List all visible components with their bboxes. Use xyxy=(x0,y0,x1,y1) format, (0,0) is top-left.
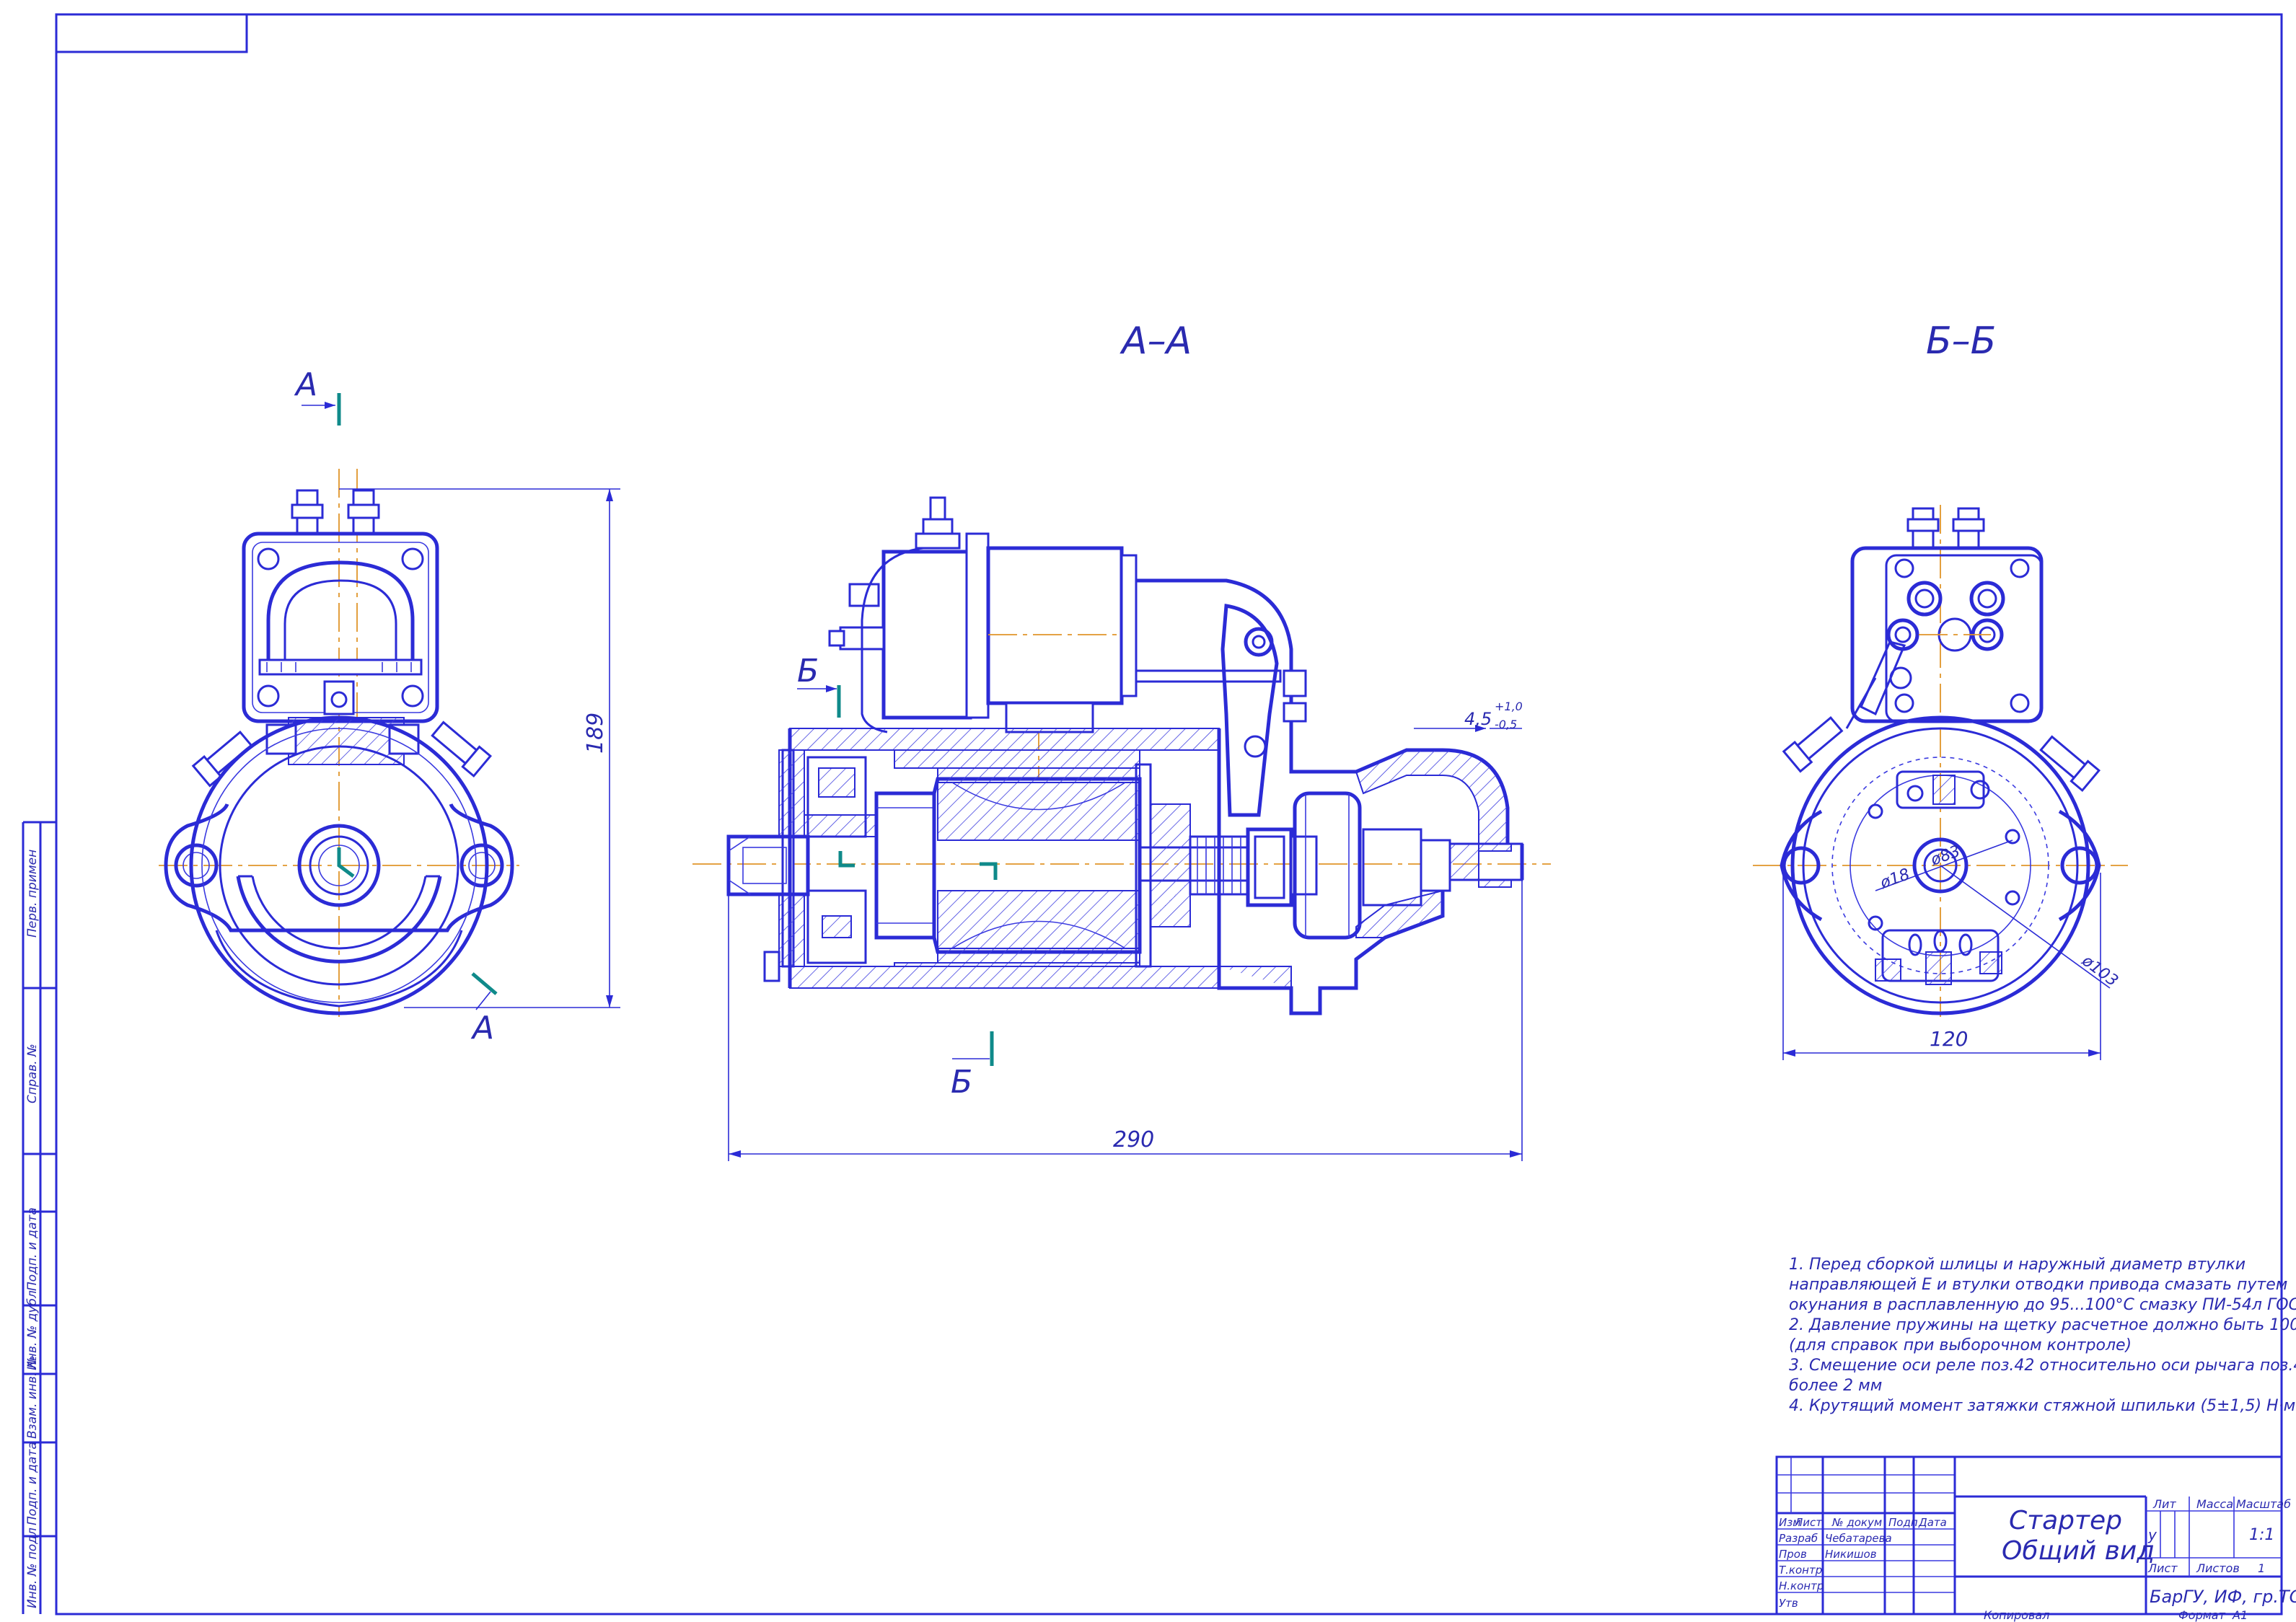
footer-kopiroval: Копировал xyxy=(1984,1608,2049,1622)
cut-label-a-top: А xyxy=(294,366,317,403)
dim-width: 120 xyxy=(1930,1027,1968,1051)
stamp-perv-primen: Перв. примен xyxy=(25,850,40,938)
tb-title-line1: Стартер xyxy=(2009,1506,2122,1535)
note-line-1: 1. Перед сборкой шлицы и наружный диамет… xyxy=(1789,1256,2246,1274)
tb-lit-label: Лит xyxy=(2152,1497,2176,1511)
note-line-3: окунания в расплавленную до 95...100°С с… xyxy=(1789,1296,2296,1314)
stamp-podp-data-1: Подп. и дата xyxy=(25,1207,40,1291)
section-bb-view: Б–Б xyxy=(1753,319,2128,1060)
stamp-podp-data-2: Подп. и дата xyxy=(25,1442,40,1525)
tb-razrab-label: Разраб xyxy=(1779,1532,1818,1545)
note-line-6: 3. Смещение оси реле поз.42 относительно… xyxy=(1789,1357,2296,1375)
stamp-inv-dubl: Инв. № дубл xyxy=(25,1290,40,1370)
title-block: Изм Лист № докум Подп Дата Разраб Чебата… xyxy=(1775,1455,2296,1616)
dim-gap-tol-lower: -0,5 xyxy=(1495,718,1517,731)
cut-label-b-bottom: Б xyxy=(951,1064,972,1101)
tb-masshtab-label: Масштаб xyxy=(2236,1497,2291,1511)
tb-utv-label: Утв xyxy=(1779,1597,1798,1610)
tb-nkontr-label: Н.контр xyxy=(1779,1579,1824,1592)
stamp-inv-podl: Инв. № подл xyxy=(25,1528,40,1608)
tb-tkontr-label: Т.контр xyxy=(1779,1564,1822,1577)
stamp-vzam-inv: Взам. инв. № xyxy=(25,1356,40,1439)
tb-razrab-name: Чебатарева xyxy=(1825,1532,1892,1545)
dim-length: 290 xyxy=(1113,1127,1154,1152)
tb-org: БарГУ, ИФ, гр.ТООП-41 xyxy=(2150,1587,2296,1607)
note-line-5: (для справок при выборочном контроле) xyxy=(1789,1336,2132,1354)
section-bb-title: Б–Б xyxy=(1926,319,1996,363)
tb-listov-value: 1 xyxy=(2258,1561,2265,1575)
dim-height: 189 xyxy=(583,713,608,754)
dim-d103: ø103 xyxy=(2078,951,2121,990)
sheet-frame xyxy=(55,13,2283,1616)
tb-masshtab-value: 1:1 xyxy=(2249,1526,2274,1544)
dim-d18: ø18 xyxy=(1878,865,1912,893)
note-line-4: 2. Давление пружины на щетку расчетное д… xyxy=(1789,1316,2296,1334)
tb-lit-value: у xyxy=(2147,1526,2158,1543)
tb-listov-label: Листов xyxy=(2196,1561,2240,1575)
tb-col-data: Дата xyxy=(1918,1516,1947,1529)
tb-title-line2: Общий вид xyxy=(2002,1536,2155,1566)
tb-prov-label: Пров xyxy=(1779,1548,1807,1561)
tb-col-docnum: № докум xyxy=(1831,1516,1882,1529)
dim-gap-tol-upper: +1,0 xyxy=(1495,700,1523,713)
footer-format-value: А1 xyxy=(2232,1608,2248,1622)
section-aa-title: А–А xyxy=(1120,319,1192,363)
side-stamp: Перв. примен Справ. № Подп. и дата Инв. … xyxy=(22,821,56,1614)
note-line-7: более 2 мм xyxy=(1789,1377,1882,1395)
footer-format-label: Формат xyxy=(2178,1608,2226,1622)
tb-col-list: Лист xyxy=(1794,1516,1823,1529)
stamp-sprav-nom: Справ. № xyxy=(25,1044,40,1103)
cut-label-b-top: Б xyxy=(797,653,819,689)
tb-col-podp: Подп xyxy=(1888,1516,1918,1529)
section-aa-view: А–А Б Б xyxy=(692,319,1551,1161)
tb-massa-label: Масса xyxy=(2196,1497,2233,1511)
tb-prov-name: Никишов xyxy=(1825,1548,1877,1561)
note-line-8: 4. Крутящий момент затяжки стяжной шпиль… xyxy=(1789,1397,2295,1415)
brush-top xyxy=(1896,770,1990,809)
note-line-2: направляющей Е и втулки отводки привода … xyxy=(1789,1276,2287,1294)
front-view: А А xyxy=(159,366,620,1046)
tb-list-label: Лист xyxy=(2147,1561,2178,1575)
brush-bottom xyxy=(1875,929,2002,985)
cut-label-a-bottom: А xyxy=(470,1010,494,1046)
cut-mark-a-bottom xyxy=(471,972,498,995)
sheet-footer: Копировал Формат А1 xyxy=(1984,1608,2248,1622)
technical-notes: 1. Перед сборкой шлицы и наружный диамет… xyxy=(1789,1256,2296,1415)
dim-gap-value: 4,5 xyxy=(1464,709,1492,729)
tb-col-izm: Изм xyxy=(1779,1516,1801,1529)
